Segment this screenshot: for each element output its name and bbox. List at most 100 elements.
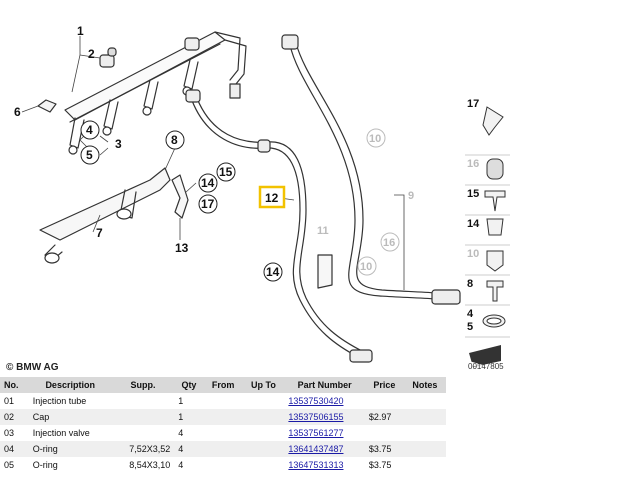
- cell-upto: [242, 409, 285, 425]
- part-number-cell: 13647531313: [284, 457, 364, 473]
- part-number-link[interactable]: 13537530420: [288, 396, 344, 406]
- cell-description: Injection valve: [32, 428, 90, 438]
- cell-upto: [243, 393, 285, 409]
- parts-table: No. Description Supp. Qty From Up To Par…: [0, 377, 446, 473]
- callout-12-highlight: [258, 185, 286, 209]
- injection-valves-drawing: [68, 59, 199, 155]
- part-number-cell: 13537530420: [284, 393, 364, 409]
- part-number-link[interactable]: 13641437487: [288, 444, 344, 454]
- callout-10-top: 10: [369, 133, 381, 145]
- bracket-drawing: [39, 167, 171, 264]
- callout-10-bottom: 10: [360, 261, 372, 273]
- callout-13: 13: [175, 241, 189, 255]
- cell-qty: 1: [178, 396, 184, 406]
- table-row: 05 O-ring 8,54X3,10 4 13647531313 $3.75: [0, 457, 446, 473]
- cell-supp: [111, 409, 175, 425]
- cell-description: O-ring: [32, 460, 58, 470]
- callout-9: 9: [408, 190, 414, 202]
- cell-price: [365, 425, 404, 441]
- cell-no: 02: [0, 409, 29, 425]
- injection-rail-drawing: [64, 31, 247, 123]
- cell-from: [204, 425, 243, 441]
- cell-upto: [243, 457, 285, 473]
- small-parts-sidebar: 17 16 15 14 10 8 4 5: [465, 98, 510, 367]
- callout-7: 7: [96, 226, 103, 240]
- callout-15: 15: [219, 165, 233, 179]
- cell-notes: [404, 425, 446, 441]
- cell-upto: [243, 425, 285, 441]
- sidebar-label-16: 16: [467, 158, 479, 170]
- fuel-hose-drawing: [281, 34, 461, 305]
- cell-no: 01: [4, 396, 15, 406]
- cell-notes: [403, 441, 446, 457]
- cell-supp: [112, 425, 175, 441]
- cell-no: 04: [0, 441, 29, 457]
- sidebar-label-5: 5: [467, 321, 473, 333]
- cell-upto: [242, 441, 285, 457]
- cell-supp: 8,54X3,10: [129, 460, 171, 470]
- callout-2: 2: [88, 47, 95, 61]
- sidebar-label-14: 14: [467, 218, 480, 230]
- cell-notes: [403, 409, 446, 425]
- callout-1: 1: [77, 24, 84, 38]
- cell-qty: 4: [174, 441, 204, 457]
- part-number-link[interactable]: 13537506155: [288, 412, 344, 422]
- table-row: 01 Injection tube 1 13537530420: [0, 393, 446, 409]
- figure-id: 00147805: [468, 362, 504, 371]
- callout-3: 3: [115, 137, 122, 151]
- callout-12: 12: [265, 191, 279, 205]
- cell-qty: 1: [174, 409, 204, 425]
- cell-price: $3.75: [364, 441, 404, 457]
- callout-5: 5: [86, 148, 93, 162]
- col-header-upto: Up To: [242, 377, 285, 393]
- cell-no: 05: [4, 460, 15, 470]
- col-header-price: Price: [364, 377, 404, 393]
- callout-17: 17: [201, 197, 215, 211]
- callout-6: 6: [14, 105, 21, 119]
- sidebar-label-10: 10: [467, 248, 479, 260]
- cell-notes: [404, 457, 446, 473]
- cell-supp: [112, 393, 175, 409]
- holder-drawing: [171, 174, 189, 219]
- small-bracket-drawing: [317, 254, 333, 289]
- col-header-part-number: Part Number: [284, 377, 365, 393]
- clip-drawing: [37, 99, 57, 113]
- parts-diagram: 1 2 3 4 5 6 7 8 9 10 10 11 12 13 14 14 1…: [14, 24, 461, 363]
- cell-price: [365, 393, 404, 409]
- callout-4: 4: [86, 123, 93, 137]
- col-header-no: No.: [0, 377, 29, 393]
- table-row: 03 Injection valve 4 13537561277: [0, 425, 446, 441]
- fuel-pipe-drawing: [185, 89, 373, 363]
- col-header-from: From: [203, 377, 243, 393]
- table-header-row: No. Description Supp. Qty From Up To Par…: [0, 377, 446, 393]
- part-number-link[interactable]: 13647531313: [288, 460, 344, 470]
- cell-from: [204, 393, 243, 409]
- cell-from: [204, 457, 243, 473]
- cell-from: [203, 409, 243, 425]
- col-header-description: Description: [28, 377, 112, 393]
- cell-description: Cap: [28, 409, 112, 425]
- callout-14-upper: 14: [201, 176, 215, 190]
- cell-qty: 4: [178, 428, 184, 438]
- cell-from: [203, 441, 243, 457]
- sidebar-label-8: 8: [467, 278, 473, 290]
- cell-no: 03: [4, 428, 15, 438]
- cell-supp: 7,52X3,52: [111, 441, 175, 457]
- col-header-notes: Notes: [403, 377, 446, 393]
- callout-14-lower: 14: [266, 265, 280, 279]
- part-number-link[interactable]: 13537561277: [288, 428, 344, 438]
- cell-description: Injection tube: [32, 396, 87, 406]
- part-number-cell: 13537506155: [284, 409, 365, 425]
- cell-price: $3.75: [368, 460, 392, 470]
- cell-qty: 4: [178, 460, 184, 470]
- col-header-qty: Qty: [174, 377, 204, 393]
- part-number-cell: 13641437487: [284, 441, 365, 457]
- sidebar-label-15: 15: [467, 188, 479, 200]
- sidebar-label-4: 4: [467, 308, 474, 320]
- cell-description: O-ring: [28, 441, 112, 457]
- col-header-supp: Supp.: [111, 377, 175, 393]
- callout-16: 16: [383, 237, 395, 249]
